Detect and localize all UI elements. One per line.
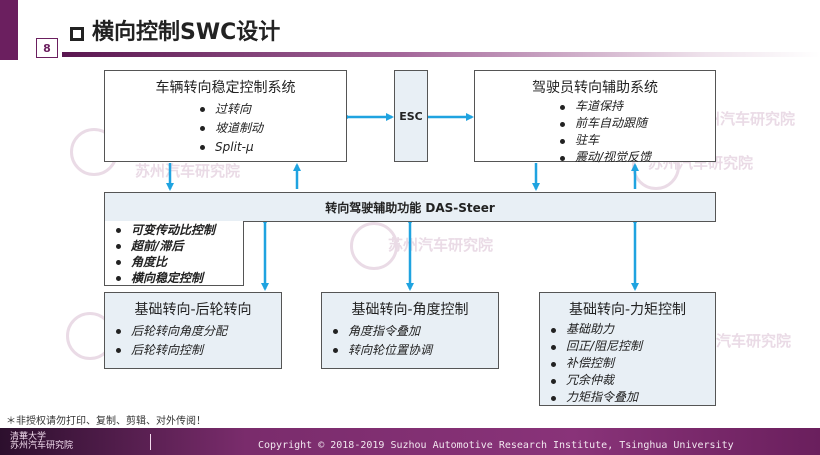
- list-item: 车道保持: [560, 98, 715, 115]
- list-item: 横向稳定控制: [116, 270, 243, 286]
- angle-control-block: 基础转向-角度控制 角度指令叠加 转向轮位置协调: [321, 292, 499, 369]
- list-item: 震动/视觉反馈: [560, 149, 715, 166]
- header-accent-bar: [0, 0, 18, 60]
- watermark-text: 苏州汽车研究院: [388, 236, 494, 254]
- list-item: 后轮转向控制: [116, 341, 281, 360]
- footer-logo-line1: 清華大学: [10, 432, 47, 442]
- footer-logo: 清華大学 苏州汽车研究院: [10, 433, 73, 451]
- footer-logo-line2: 苏州汽车研究院: [10, 441, 74, 451]
- page-title-text: 横向控制SWC设计: [92, 20, 281, 45]
- das-steer-bar: 转向驾驶辅助功能 DAS-Steer: [104, 192, 716, 222]
- driver-assist-block: 驾驶员转向辅助系统 车道保持 前车自动跟随 驻车 震动/视觉反馈: [474, 70, 716, 164]
- watermark-seal-icon: [350, 222, 398, 270]
- list-item: 超前/滞后: [116, 238, 243, 254]
- list-item: 补偿控制: [551, 355, 715, 372]
- torque-control-title: 基础转向-力矩控制: [568, 302, 687, 318]
- list-item: Split-μ: [200, 138, 346, 157]
- list-item: 过转向: [200, 100, 346, 119]
- das-steer-sublist: 可变传动比控制 超前/滞后 角度比 横向稳定控制: [104, 221, 244, 286]
- square-bullet-icon: [70, 27, 84, 41]
- das-steer-title: 转向驾驶辅助功能 DAS-Steer: [325, 201, 495, 215]
- list-item: 转向轮位置协调: [333, 341, 498, 360]
- confidential-note: ＊非授权请勿打印、复制、剪辑、对外传阅！: [6, 416, 206, 427]
- list-item: 基础助力: [551, 321, 715, 338]
- page-number: 8: [36, 38, 58, 58]
- esc-block: ESC: [394, 70, 428, 162]
- footer-bar: [0, 428, 820, 455]
- list-item: 力矩指令叠加: [551, 389, 715, 406]
- torque-control-block: 基础转向-力矩控制 基础助力 回正/阻尼控制 补偿控制 冗余仲裁 力矩指令叠加: [539, 292, 716, 406]
- rear-wheel-steering-block: 基础转向-后轮转向 后轮转向角度分配 后轮转向控制: [104, 292, 282, 369]
- angle-control-title: 基础转向-角度控制: [351, 302, 469, 318]
- list-item: 冗余仲裁: [551, 372, 715, 389]
- vehicle-stability-title: 车辆转向稳定控制系统: [155, 80, 296, 96]
- esc-label: ESC: [399, 109, 423, 123]
- list-item: 角度指令叠加: [333, 322, 498, 341]
- list-item: 回正/阻尼控制: [551, 338, 715, 355]
- header-gradient-line: [62, 52, 820, 57]
- watermark-text: 苏州汽车研究院: [690, 110, 796, 128]
- list-item: 可变传动比控制: [116, 222, 243, 238]
- list-item: 前车自动跟随: [560, 115, 715, 132]
- list-item: 后轮转向角度分配: [116, 322, 281, 341]
- list-item: 坡道制动: [200, 119, 346, 138]
- footer-copyright: Copyright © 2018-2019 Suzhou Automotive …: [258, 440, 734, 451]
- vehicle-stability-block: 车辆转向稳定控制系统 过转向 坡道制动 Split-μ: [104, 70, 347, 162]
- list-item: 驻车: [560, 132, 715, 149]
- rear-wheel-title: 基础转向-后轮转向: [134, 302, 252, 318]
- watermark-text: 苏州汽车研究院: [135, 162, 241, 180]
- driver-assist-title: 驾驶员转向辅助系统: [532, 80, 658, 96]
- footer-divider: [150, 434, 151, 450]
- page-title: 横向控制SWC设计: [70, 14, 280, 46]
- list-item: 角度比: [116, 254, 243, 270]
